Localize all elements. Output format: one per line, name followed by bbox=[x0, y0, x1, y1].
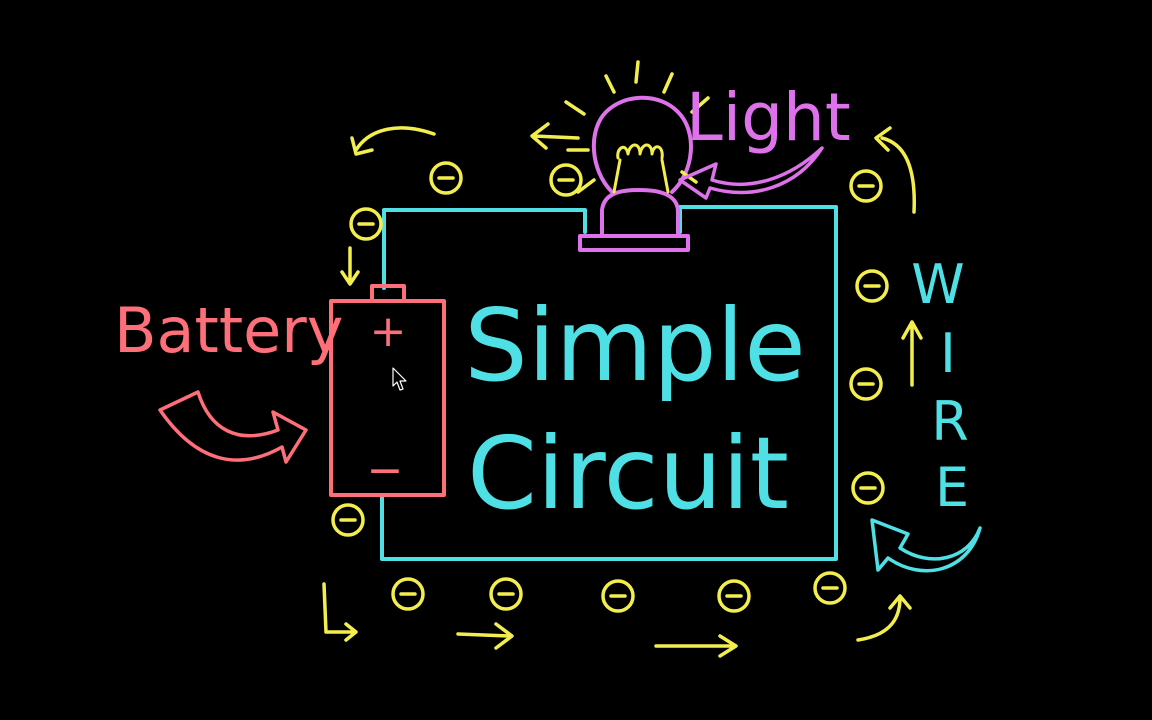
battery-plus-sign: + bbox=[370, 306, 407, 357]
battery-terminal bbox=[370, 284, 406, 303]
electron bbox=[813, 571, 847, 605]
circuit-title-line2: Circuit bbox=[467, 415, 789, 532]
electron bbox=[489, 577, 523, 611]
wire-letter-i: I bbox=[940, 322, 956, 385]
wire-letter-r: R bbox=[931, 390, 969, 453]
electron bbox=[601, 579, 635, 613]
battery-body bbox=[329, 299, 446, 497]
wire-letter-e: E bbox=[935, 456, 969, 519]
bulb-base bbox=[600, 188, 680, 238]
wire-curved-arrow bbox=[870, 518, 982, 573]
circuit-wire bbox=[380, 205, 838, 561]
battery-curved-arrow bbox=[158, 390, 308, 464]
electron bbox=[391, 577, 425, 611]
electron bbox=[331, 503, 365, 537]
flow-arrow-bottom-left bbox=[322, 582, 358, 642]
electron bbox=[849, 169, 883, 203]
light-label: Light bbox=[686, 79, 851, 156]
electron bbox=[429, 161, 463, 195]
electron bbox=[717, 579, 751, 613]
bulb-glow-rays bbox=[564, 60, 710, 194]
electron bbox=[851, 471, 885, 505]
bulb-socket bbox=[578, 234, 690, 252]
electron bbox=[849, 367, 883, 401]
electron bbox=[349, 207, 383, 241]
battery-icon: + − bbox=[329, 284, 446, 497]
flow-arrow-top-bulb bbox=[530, 122, 580, 150]
light-bulb-icon bbox=[564, 60, 710, 252]
light-curved-arrow bbox=[678, 146, 824, 200]
flow-arrow-down-battery bbox=[340, 246, 360, 286]
mouse-pointer-icon bbox=[392, 367, 407, 391]
flow-arrow-top-left bbox=[350, 126, 436, 156]
battery-label: Battery bbox=[114, 294, 343, 367]
flow-arrow-top-right bbox=[874, 126, 916, 214]
circuit-title-line1: Simple bbox=[464, 287, 805, 404]
battery-minus-sign: − bbox=[367, 445, 404, 496]
flow-arrow-bottom-right bbox=[856, 594, 912, 642]
bulb-glass bbox=[592, 95, 693, 194]
wire-letter-w: W bbox=[911, 253, 964, 316]
electron bbox=[549, 163, 583, 197]
flow-arrow-bottom-2 bbox=[654, 634, 738, 658]
wire-up-arrow bbox=[901, 320, 923, 387]
bulb-filament bbox=[612, 143, 670, 194]
flow-arrow-bottom-1 bbox=[456, 622, 514, 650]
electrons bbox=[331, 161, 889, 613]
electron bbox=[855, 269, 889, 303]
electron-flow-arrows bbox=[322, 122, 916, 658]
